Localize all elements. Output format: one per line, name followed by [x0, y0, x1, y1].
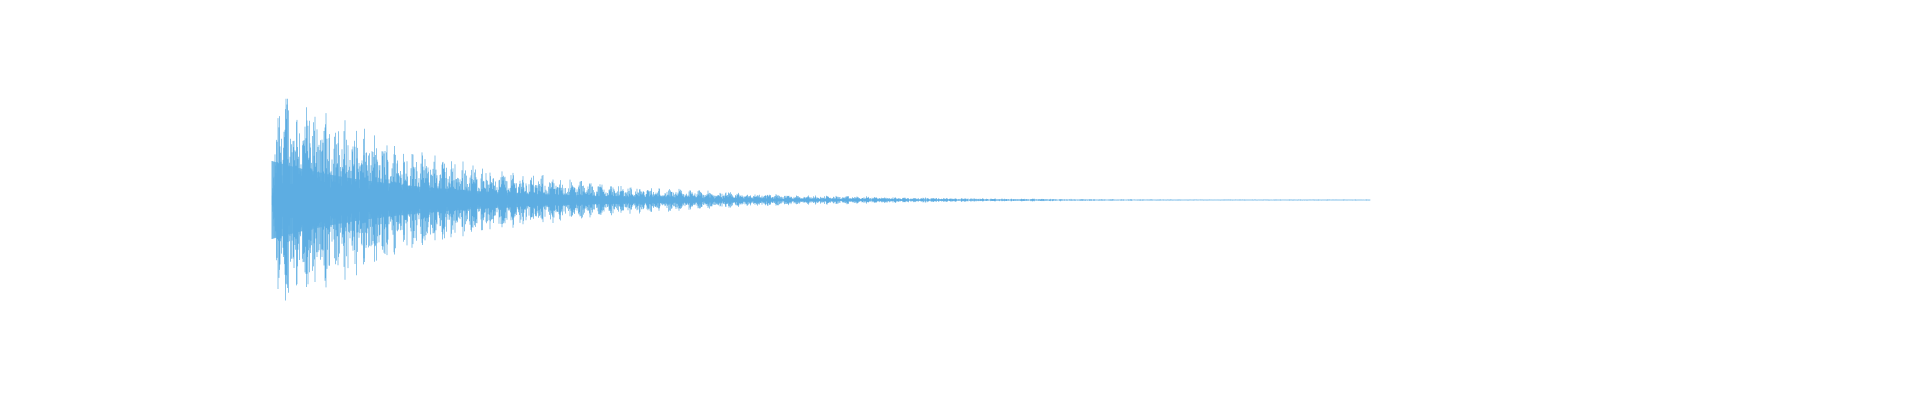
waveform-core-path [271, 161, 693, 239]
waveform-tail-dot [1318, 199, 1319, 201]
waveform-tail-dot [1327, 199, 1328, 201]
waveform-tail-dot [1355, 199, 1356, 201]
waveform-tail-dot [1366, 199, 1367, 201]
waveform-trace [271, 98, 1371, 301]
waveform-tail-dot [1343, 199, 1344, 201]
waveform-tail-dot [1300, 199, 1301, 201]
waveform-tail-dot [1289, 199, 1290, 201]
waveform-tail-dot [1280, 199, 1281, 201]
